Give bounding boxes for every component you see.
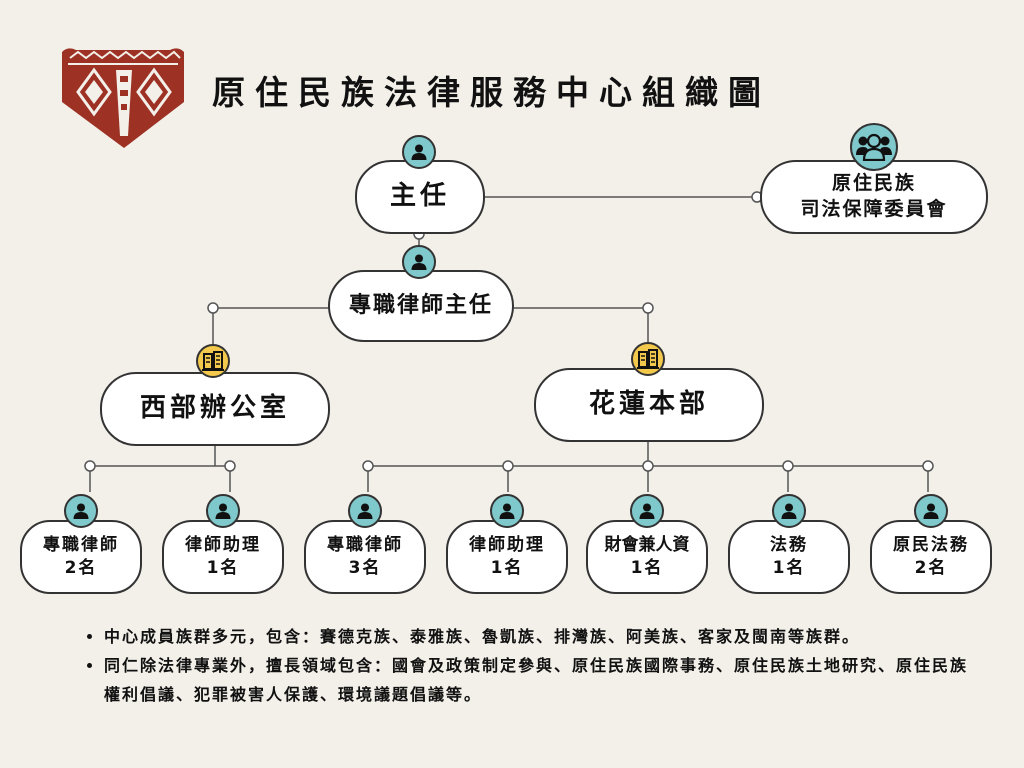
staff-role-label: 專職律師: [43, 535, 119, 556]
building-icon: [631, 342, 665, 376]
staff-role-label: 律師助理: [185, 535, 261, 556]
person-icon: [348, 494, 382, 528]
staff-count-label: 1名: [772, 558, 806, 578]
building-icon: [196, 344, 230, 378]
staff-role-label: 法務: [770, 535, 808, 556]
staff-role-label: 原民法務: [893, 535, 969, 556]
hualien-hq-node: 花蓮本部: [534, 368, 764, 442]
staff-count-label: 1名: [490, 558, 524, 578]
staff-node-west-assistant: 律師助理 1名: [162, 520, 284, 594]
person-icon: [490, 494, 524, 528]
staff-node-legal-affairs: 法務 1名: [728, 520, 850, 594]
staff-role-label: 律師助理: [469, 535, 545, 556]
notes-list: 中心成員族群多元，包含：賽德克族、泰雅族、魯凱族、排灣族、阿美族、客家及閩南等族…: [82, 622, 984, 709]
staff-role-label: 財會兼人資: [604, 535, 690, 556]
hualien-hq-label: 花蓮本部: [588, 389, 709, 420]
committee-label-line2: 司法保障委員會: [800, 198, 948, 220]
person-icon: [206, 494, 240, 528]
group-icon: [850, 123, 898, 171]
person-icon: [914, 494, 948, 528]
person-icon: [402, 135, 436, 169]
director-node: 主任: [355, 160, 485, 234]
person-icon: [402, 245, 436, 279]
note-item: 同仁除法律專業外，擅長領域包含：國會及政策制定參與、原住民族國際事務、原住民族土…: [104, 651, 984, 709]
staff-node-indigenous-legal: 原民法務 2名: [870, 520, 992, 594]
staff-node-accounting-hr: 財會兼人資 1名: [586, 520, 708, 594]
west-office-label: 西部辦公室: [139, 393, 290, 424]
person-icon: [64, 494, 98, 528]
page-title: 原住民族法律服務中心組織圖: [212, 73, 771, 112]
staff-count-label: 3名: [348, 558, 382, 578]
lead-lawyer-label: 專職律師主任: [348, 293, 493, 319]
staff-count-label: 2名: [914, 558, 948, 578]
tribal-pattern-logo: [62, 48, 184, 148]
lead-lawyer-node: 專職律師主任: [328, 270, 514, 342]
director-label: 主任: [389, 181, 450, 212]
staff-node-west-lawyers: 專職律師 2名: [20, 520, 142, 594]
person-icon: [630, 494, 664, 528]
staff-count-label: 2名: [64, 558, 98, 578]
staff-node-hq-lawyers: 專職律師 3名: [304, 520, 426, 594]
committee-label-line1: 原住民族: [831, 172, 916, 195]
staff-role-label: 專職律師: [327, 535, 403, 556]
west-office-node: 西部辦公室: [100, 372, 330, 446]
note-item: 中心成員族群多元，包含：賽德克族、泰雅族、魯凱族、排灣族、阿美族、客家及閩南等族…: [104, 622, 984, 651]
staff-count-label: 1名: [206, 558, 240, 578]
staff-count-label: 1名: [630, 558, 664, 578]
person-icon: [772, 494, 806, 528]
staff-node-hq-assistant: 律師助理 1名: [446, 520, 568, 594]
committee-node: 原住民族 司法保障委員會: [760, 160, 988, 234]
